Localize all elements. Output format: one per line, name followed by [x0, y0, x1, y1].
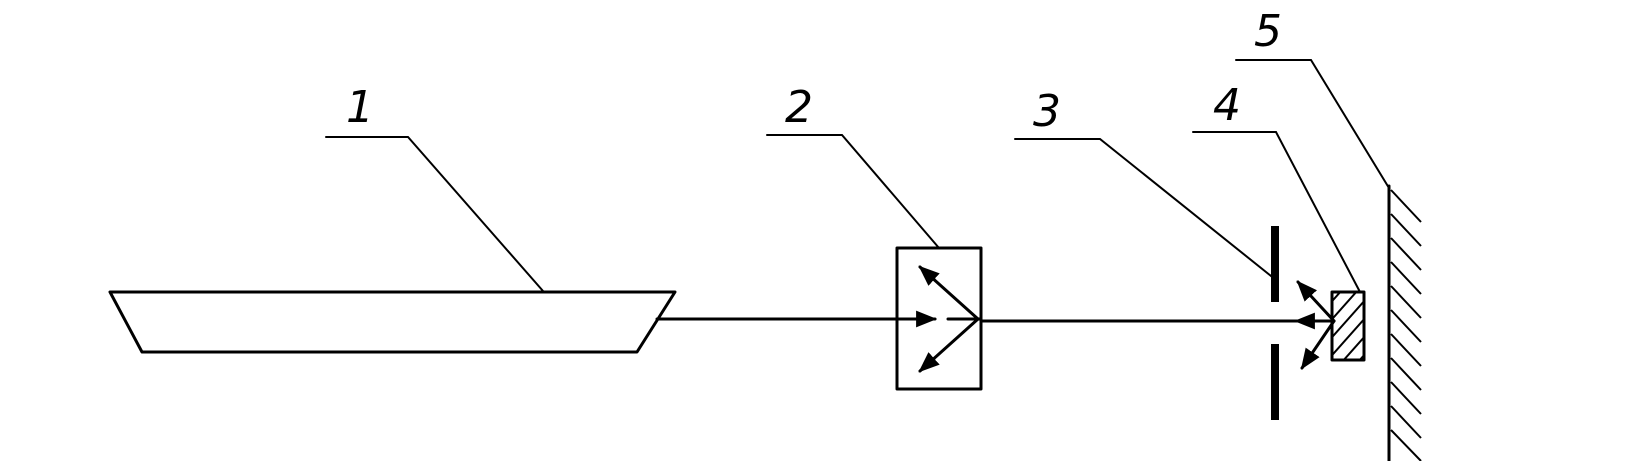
component-4-sample [1330, 290, 1366, 362]
component-5-wall [1387, 184, 1422, 461]
label-3: 3 [1033, 86, 1061, 137]
label-2: 2 [785, 82, 813, 133]
component-1-source [108, 290, 677, 354]
leader-lines [325, 59, 1390, 293]
label-5: 5 [1254, 6, 1282, 57]
label-4: 4 [1213, 80, 1241, 131]
label-1: 1 [346, 82, 374, 133]
reflected-arrows [1293, 280, 1336, 370]
